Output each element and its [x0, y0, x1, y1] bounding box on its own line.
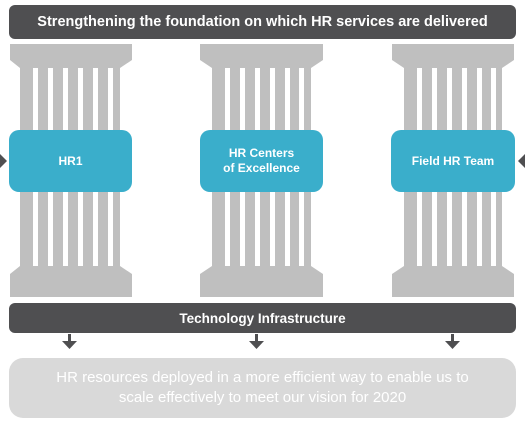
header-banner: Strengthening the foundation on which HR… [9, 5, 516, 39]
pillar-capital [10, 44, 132, 68]
pillar-label-hr-centers: HR Centers of Excellence [200, 130, 323, 192]
header-title: Strengthening the foundation on which HR… [37, 14, 488, 30]
outcome-box: HR resources deployed in a more efficien… [9, 358, 516, 418]
infrastructure-bar: Technology Infrastructure [9, 303, 516, 333]
down-arrow-icon [249, 334, 264, 349]
infrastructure-label: Technology Infrastructure [179, 310, 346, 326]
right-pointer-icon [518, 154, 525, 168]
pillar-base [200, 266, 323, 297]
pillar-field-hr [392, 44, 514, 297]
left-pointer-icon [0, 154, 7, 168]
pillar-label-text: Field HR Team [411, 153, 495, 168]
pillar-base [392, 266, 514, 297]
pillar-base [10, 266, 132, 297]
pillar-hr-centers [200, 44, 323, 297]
pillar-capital [200, 44, 323, 68]
pillar-label-hr1: HR1 [9, 130, 132, 192]
pillar-hr1 [10, 44, 132, 297]
pillar-capital [392, 44, 514, 68]
outcome-text: HR resources deployed in a more efficien… [56, 369, 469, 406]
down-arrow-icon [62, 334, 77, 349]
pillar-label-text: HR Centers of Excellence [223, 146, 300, 175]
down-arrow-icon [445, 334, 460, 349]
pillar-label-text: HR1 [58, 153, 83, 168]
pillar-label-field-hr: Field HR Team [391, 130, 515, 192]
